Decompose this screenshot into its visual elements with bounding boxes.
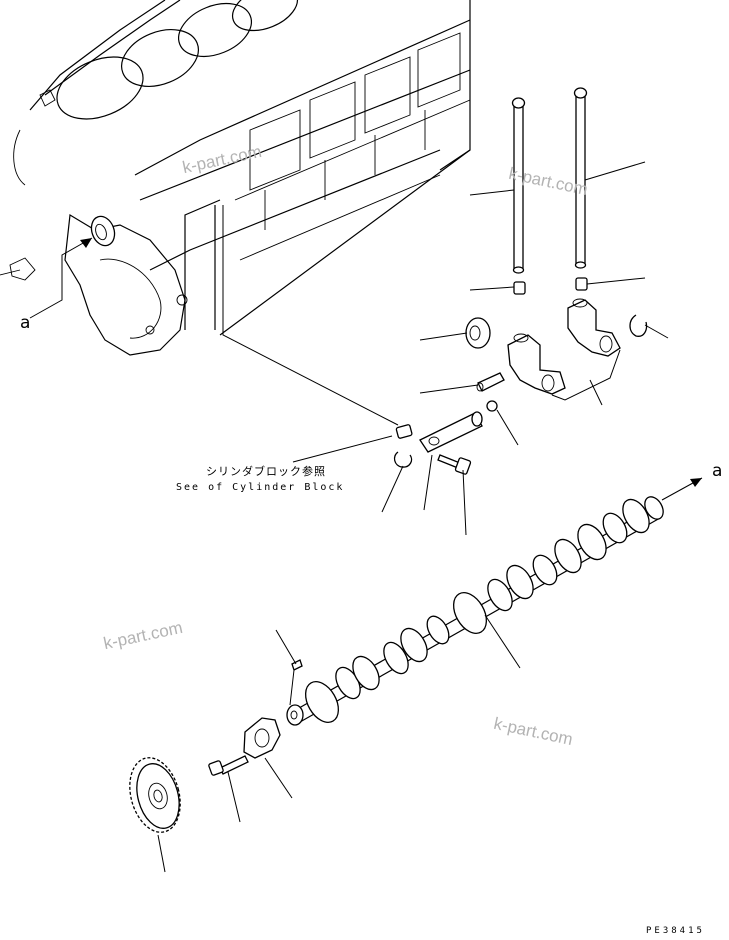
key bbox=[291, 659, 303, 671]
pin bbox=[476, 372, 505, 392]
tappet-shaft bbox=[419, 411, 483, 453]
tappet-lever-right bbox=[567, 298, 621, 357]
snap-ring-right bbox=[629, 314, 648, 337]
view-arrow-a-right bbox=[661, 477, 703, 501]
cam-gear bbox=[129, 757, 181, 833]
valve-cap-right bbox=[575, 277, 588, 291]
valve-cap-left bbox=[513, 281, 526, 295]
snap-ring-left bbox=[393, 451, 413, 468]
leader-lines bbox=[157, 161, 669, 873]
ball bbox=[486, 400, 498, 412]
roller bbox=[465, 317, 491, 349]
bolt-tappet bbox=[437, 454, 472, 475]
figure-code: PE38415 bbox=[646, 926, 705, 936]
tappet-lever-left bbox=[507, 333, 566, 395]
view-label-a-right: a bbox=[712, 461, 723, 481]
reference-note-english: See of Cylinder Block bbox=[176, 482, 345, 493]
dowel bbox=[395, 424, 413, 439]
camshaft bbox=[286, 496, 664, 726]
thrust-plate bbox=[243, 717, 281, 759]
push-rod-left bbox=[511, 97, 526, 274]
view-label-a-left: a bbox=[20, 313, 31, 333]
cylinder-block bbox=[0, 0, 471, 356]
bolt-thrust bbox=[208, 755, 249, 776]
reference-note-japanese: シリンダブロック参照 bbox=[206, 465, 326, 478]
view-arrow-a-left bbox=[29, 237, 93, 319]
